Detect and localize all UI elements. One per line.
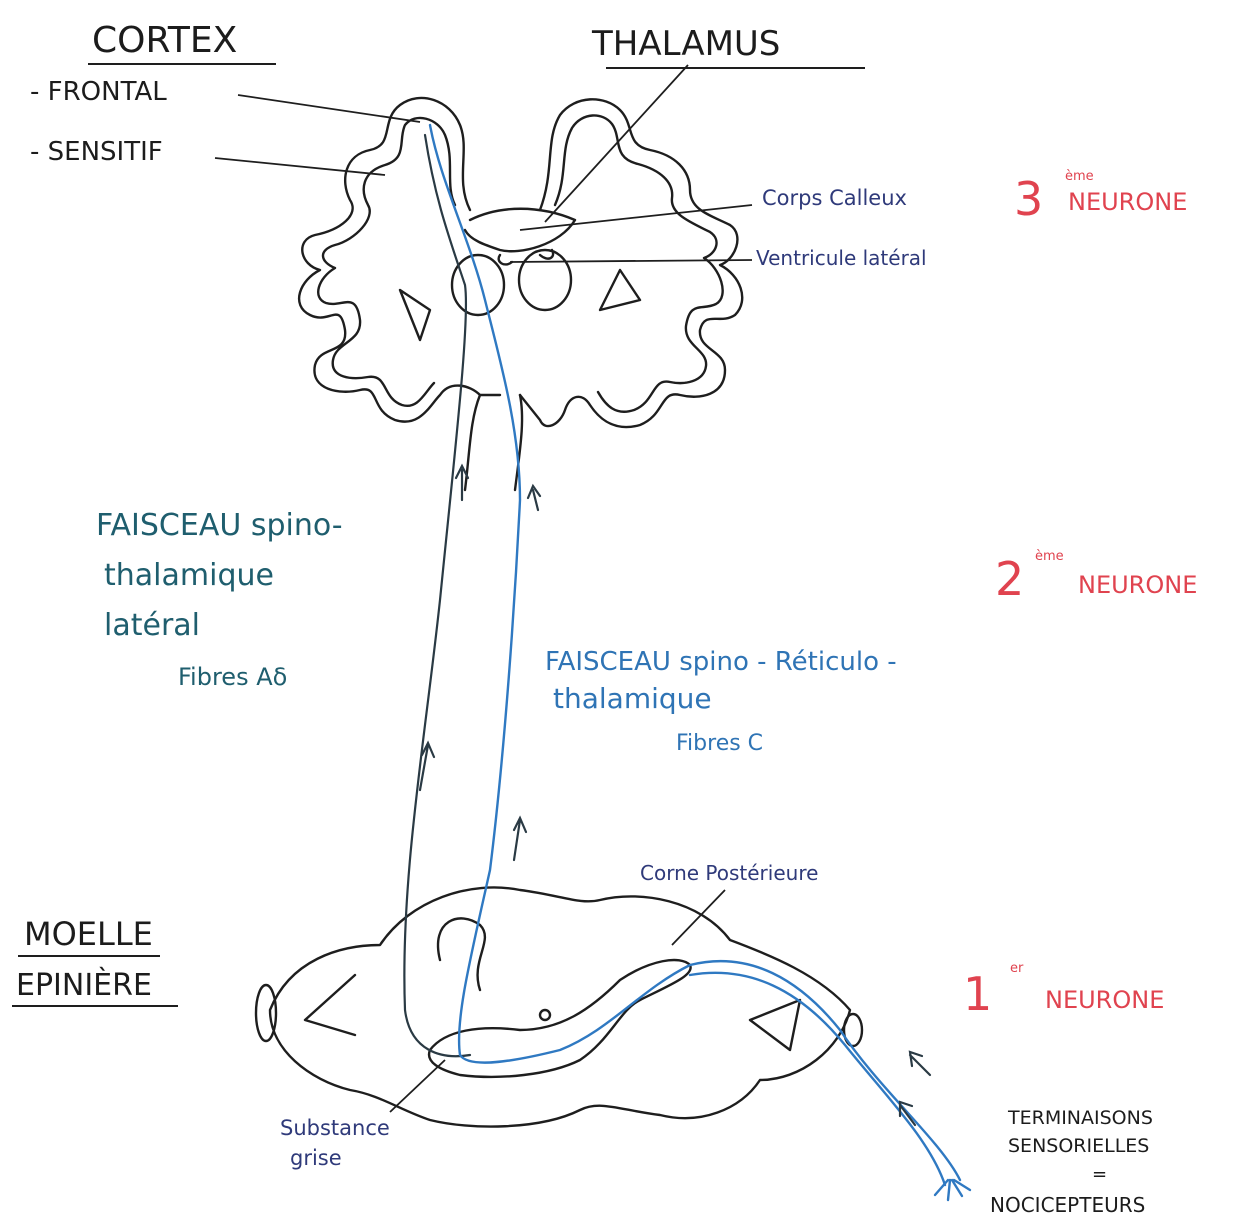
left-root-end (256, 985, 276, 1041)
left-side-triangle (305, 975, 355, 1035)
right-side-triangle (750, 1000, 800, 1050)
neurone-1-number: 1 (963, 967, 992, 1021)
corne-leader (672, 890, 725, 945)
moelle-heading-line2: EPINIÈRE (16, 967, 152, 1003)
terminaisons-line2: SENSORIELLES (1008, 1135, 1149, 1157)
spinal-cord-outline (270, 887, 850, 1126)
ventricle-left (499, 255, 512, 264)
brain-section (299, 98, 742, 490)
nociceptor-endings (935, 1180, 970, 1200)
reticulo-tract-line2: thalamique (553, 682, 712, 715)
neurone-2-word: NEURONE (1078, 571, 1197, 599)
cortex-heading: CORTEX (92, 20, 237, 61)
thalamus-left (452, 255, 504, 315)
thalamus-heading: THALAMUS (591, 24, 780, 64)
neurone-1-sup: er (1010, 961, 1024, 976)
left-hemisphere-inner (318, 118, 455, 406)
neurone-2-sup: ème (1035, 549, 1064, 564)
substance-label-line2: grise (290, 1146, 342, 1170)
substance-label-line1: Substance (280, 1116, 390, 1140)
basal-ganglia-left (400, 290, 430, 340)
central-canal (540, 1010, 550, 1020)
leader-lines (215, 65, 752, 1112)
arrow-up-5 (910, 1052, 930, 1075)
lateral-tract-line1: FAISCEAU spino- (96, 508, 343, 543)
ventricule-leader (510, 260, 752, 262)
terminaisons-line1: TERMINAISONS (1007, 1107, 1153, 1129)
neurone-1-word: NEURONE (1045, 986, 1164, 1014)
reticulo-tract-line1: FAISCEAU spino - Réticulo - (545, 647, 897, 677)
frontal-leader (238, 95, 420, 122)
arrow-up-2 (528, 486, 540, 510)
neurone-3-sup: ème (1065, 169, 1094, 184)
neurone-2-number: 2 (995, 552, 1024, 606)
cortex-item-frontal: - FRONTAL (30, 77, 167, 107)
terminaisons-eq: = (1092, 1164, 1107, 1185)
left-hemisphere (299, 98, 500, 422)
right-hemisphere-inner (555, 115, 723, 411)
lateral-tract-line2: thalamique (104, 558, 274, 593)
corps-calleux-label: Corps Calleux (762, 186, 907, 210)
neurone-3-word: NEURONE (1068, 188, 1187, 216)
ventricule-label: Ventricule latéral (756, 246, 927, 270)
lateral-tract-line3: latéral (104, 608, 200, 643)
corps-calleux-leader (520, 205, 752, 230)
basal-ganglia-right (600, 270, 640, 310)
corne-label: Corne Postérieure (640, 861, 818, 885)
spinal-cord-section (256, 887, 862, 1126)
lateral-tract-fibres: Fibres Aδ (178, 663, 287, 691)
substance-leader (390, 1060, 445, 1112)
sensitif-leader (215, 158, 385, 175)
moelle-heading-line1: MOELLE (24, 915, 153, 953)
neurone-3-number: 3 (1014, 172, 1043, 226)
terminaisons-line3: NOCICEPTEURS (990, 1193, 1145, 1217)
arrow-up-4 (514, 818, 526, 860)
reticulo-tract-fibres: Fibres C (676, 731, 763, 756)
cortex-item-sensitif: - SENSITIF (30, 137, 163, 167)
